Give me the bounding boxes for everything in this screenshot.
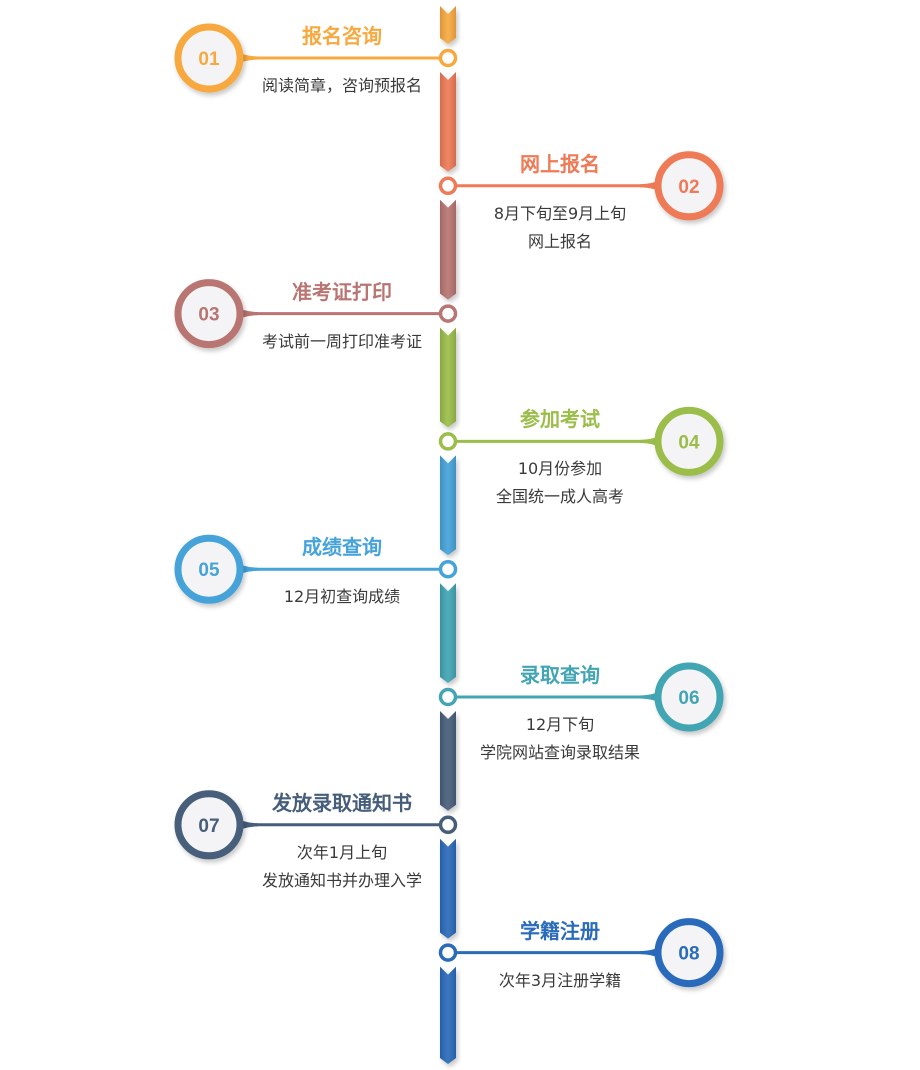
timeline-segment-shade <box>440 6 456 44</box>
timeline-segment-shade <box>440 583 456 683</box>
step-description-line: 8月下旬至9月上旬 <box>493 203 627 223</box>
step-badge <box>174 790 244 860</box>
step-badge <box>654 662 724 732</box>
step-description: 10月份参加全国统一成人高考 <box>440 455 680 511</box>
step-description-line: 次年3月注册学籍 <box>498 970 622 990</box>
step-description-line: 学院网站查询录取结果 <box>479 743 640 762</box>
step-badge <box>654 406 724 476</box>
step-number: 02 <box>678 177 699 198</box>
step-number: 01 <box>198 49 220 70</box>
step-badge <box>174 23 244 93</box>
step-title: 成绩查询 <box>302 535 382 560</box>
step-description: 考试前一周打印准考证 <box>222 328 462 356</box>
step-description-line: 考试前一周打印准考证 <box>261 331 422 351</box>
step-description-line: 12月初查询成绩 <box>283 587 401 607</box>
timeline-segment-shade <box>440 966 456 1064</box>
step-badge <box>654 151 724 221</box>
timeline-node <box>438 48 458 68</box>
step-number: 04 <box>678 432 700 453</box>
step-description-line: 网上报名 <box>527 231 592 251</box>
timeline-node <box>438 943 458 962</box>
step-number: 08 <box>678 944 699 965</box>
step-description-line: 次年1月上旬 <box>296 842 388 862</box>
timeline-node <box>438 432 458 451</box>
step-number: 07 <box>198 816 219 837</box>
timeline-node <box>438 687 458 707</box>
step-description-line: 12月下旬 <box>525 715 595 734</box>
step-title: 网上报名 <box>520 151 600 176</box>
timeline-node <box>438 176 458 196</box>
timeline-segment-shade <box>440 711 456 811</box>
timeline-segment-shade <box>440 327 456 428</box>
timeline-node <box>438 304 458 323</box>
step-description: 8月下旬至9月上旬网上报名 <box>440 200 680 256</box>
timeline-segment-shade <box>440 838 456 939</box>
step-title: 录取查询 <box>520 663 600 687</box>
step-description: 12月下旬学院网站查询录取结果 <box>440 711 680 767</box>
step-badge <box>654 918 724 988</box>
step-description-line: 全国统一成人高考 <box>495 487 624 507</box>
timeline-segment-shade <box>440 455 456 556</box>
timeline-node <box>438 559 458 579</box>
step-badge <box>174 534 244 604</box>
step-title: 学籍注册 <box>520 918 600 943</box>
step-description: 阅读简章，咨询预报名 <box>222 72 462 100</box>
step-number: 06 <box>678 688 699 709</box>
step-title: 发放录取通知书 <box>272 790 412 815</box>
step-description: 次年1月上旬发放通知书并办理入学 <box>222 839 462 895</box>
step-description: 12月初查询成绩 <box>222 583 462 611</box>
step-title: 报名咨询 <box>302 24 382 48</box>
step-title: 准考证打印 <box>292 279 392 304</box>
step-description: 次年3月注册学籍 <box>440 967 680 995</box>
step-badge <box>174 279 244 349</box>
timeline-segment-shade <box>440 72 456 172</box>
step-description-line: 10月份参加 <box>517 459 603 479</box>
step-description-line: 发放通知书并办理入学 <box>261 870 422 890</box>
step-title: 参加考试 <box>520 407 600 432</box>
timeline-segment-shade <box>440 199 456 300</box>
step-description-line: 阅读简章，咨询预报名 <box>261 76 422 95</box>
step-number: 03 <box>198 305 219 326</box>
timeline-node <box>438 815 458 835</box>
step-number: 05 <box>198 560 220 581</box>
